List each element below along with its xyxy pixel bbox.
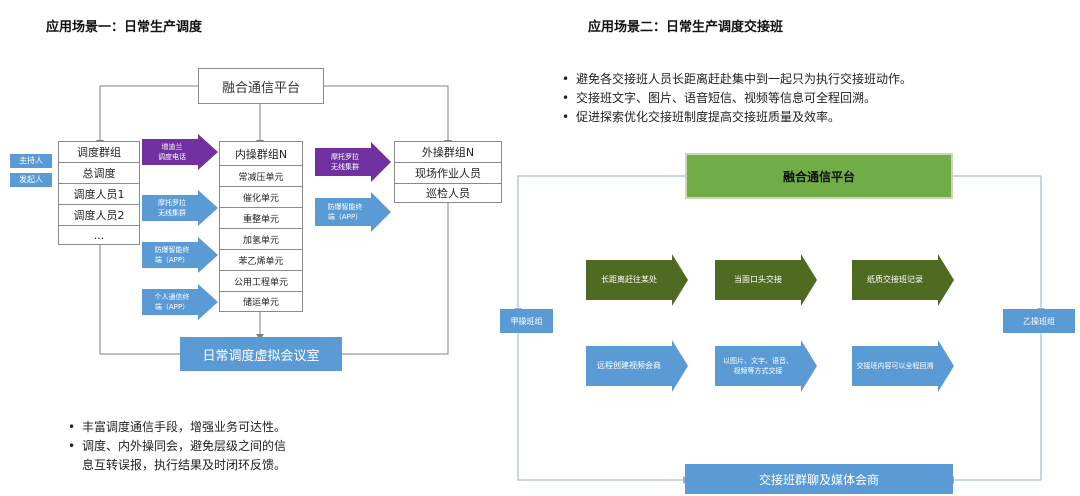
line-platform-right: [952, 175, 1042, 310]
blue-arrow-3-label: 交接班内容可以全程回溯: [856, 362, 934, 370]
line-left-bottom: [517, 332, 685, 481]
arrow-a1-label: 增迪兰 调度电话: [158, 143, 186, 161]
outer-group-header: 外操群组N: [395, 142, 501, 163]
right-platform-box: 融合通信平台: [685, 153, 953, 199]
inner-item: 加氢单元: [220, 229, 302, 250]
arrow-a3: [142, 237, 218, 273]
side-right-box: 乙操班组: [1003, 309, 1075, 333]
inner-item: 常减压单元: [220, 166, 302, 187]
line-right-bottom: [952, 332, 1042, 481]
arrow-a3-label: 防爆智能终 端（APP）: [154, 246, 190, 264]
arrow-a5-label: 摩托罗拉 无线集群: [331, 153, 359, 171]
arrow-a4-label: 个人通信终 端（APP）: [154, 293, 190, 311]
arrow-a4: [142, 284, 218, 320]
blue-arrow-1-label: 远程创建视频会商: [597, 361, 661, 370]
left-bullets: 丰富调度通信手段，增强业务可达性。 调度、内外操同会，避免层级之间的信 息互转误…: [68, 418, 358, 475]
inner-item: 公用工程单元: [220, 271, 302, 292]
outer-item: 现场作业人员: [395, 163, 501, 184]
line-platform-outer: [324, 85, 449, 140]
green-arrow-3: [852, 254, 954, 306]
blue-arrow-2-label: 以图片、文字、语音、 视频等方式交接: [723, 357, 793, 375]
inner-group: 内操群组N 常减压单元 催化单元 重整单元 加氢单元 苯乙烯单元 公用工程单元 …: [219, 141, 303, 312]
blue-arrow-1: [586, 340, 688, 392]
dispatch-group: 调度群组 总调度 调度人员1 调度人员2 ...: [58, 141, 140, 245]
host-badge: 主持人: [10, 154, 52, 168]
outer-item: 巡检人员: [426, 187, 470, 200]
side-left-box: 甲操班组: [500, 309, 553, 333]
line-platform-left: [517, 175, 685, 310]
right-bullets: 避免各交接班人员长距离赶赴集中到一起只为执行交接班动作。 交接班文字、图片、语音…: [562, 70, 1042, 127]
arrow-a2-label: 摩托罗拉 无线集群: [158, 199, 186, 217]
arrow-a2: [142, 190, 218, 226]
inner-item: 重整单元: [220, 208, 302, 229]
dispatch-item: 调度人员1: [59, 184, 139, 205]
inner-item: 苯乙烯单元: [220, 250, 302, 271]
inner-group-header: 内操群组N: [220, 142, 302, 166]
dispatch-item: ...: [93, 228, 105, 242]
left-bullet-item: 调度、内外操同会，避免层级之间的信: [68, 437, 358, 456]
left-bullet-continuation: 息互转误报，执行结果及时闭环反馈。: [82, 458, 287, 472]
dispatch-item: 总调度: [59, 163, 139, 184]
left-platform-box: 融合通信平台: [198, 68, 324, 104]
arrow-a5: [315, 142, 391, 182]
green-arrow-1-label: 长距离赶往某处: [601, 275, 657, 284]
right-bottom-box: 交接班群聊及媒体会商: [685, 464, 953, 494]
arrow-a6: [315, 192, 391, 232]
right-bullet-item: 避免各交接班人员长距离赶赴集中到一起只为执行交接班动作。: [562, 70, 1042, 89]
line-outer-meeting: [342, 203, 449, 355]
green-arrow-1: [586, 254, 688, 306]
blue-arrow-2: [715, 340, 817, 392]
dispatch-item: 调度人员2: [59, 205, 139, 226]
meeting-room-box: 日常调度虚拟会议室: [180, 337, 342, 371]
arrow-a1: [142, 134, 218, 170]
left-bullet-item: 丰富调度通信手段，增强业务可达性。: [68, 418, 358, 437]
right-title: 应用场景二：日常生产调度交接班: [588, 20, 784, 35]
outer-group: 外操群组N 现场作业人员 巡检人员: [394, 141, 502, 203]
inner-item: 催化单元: [220, 187, 302, 208]
green-arrow-2-label: 当面口头交接: [734, 275, 782, 284]
right-bullet-item: 交接班文字、图片、语音短信、视频等信息可全程回溯。: [562, 89, 1042, 108]
dispatch-group-header: 调度群组: [59, 142, 139, 163]
green-arrow-2: [715, 254, 817, 306]
inner-item: 储运单元: [242, 298, 279, 308]
line-platform-dispatch: [99, 85, 198, 140]
right-bullet-item: 促进探索优化交接班制度提高交接班质量及效率。: [562, 108, 1042, 127]
line-dispatch-meeting: [99, 245, 180, 355]
blue-arrow-3: [852, 340, 954, 392]
right-connectors: [514, 175, 1045, 484]
arrow-a6-label: 防爆智能终 端（APP）: [327, 203, 363, 221]
initiator-badge: 发起人: [10, 173, 52, 187]
green-arrow-3-label: 纸质交接班记录: [867, 275, 923, 284]
left-title: 应用场景一：日常生产调度: [46, 20, 203, 35]
